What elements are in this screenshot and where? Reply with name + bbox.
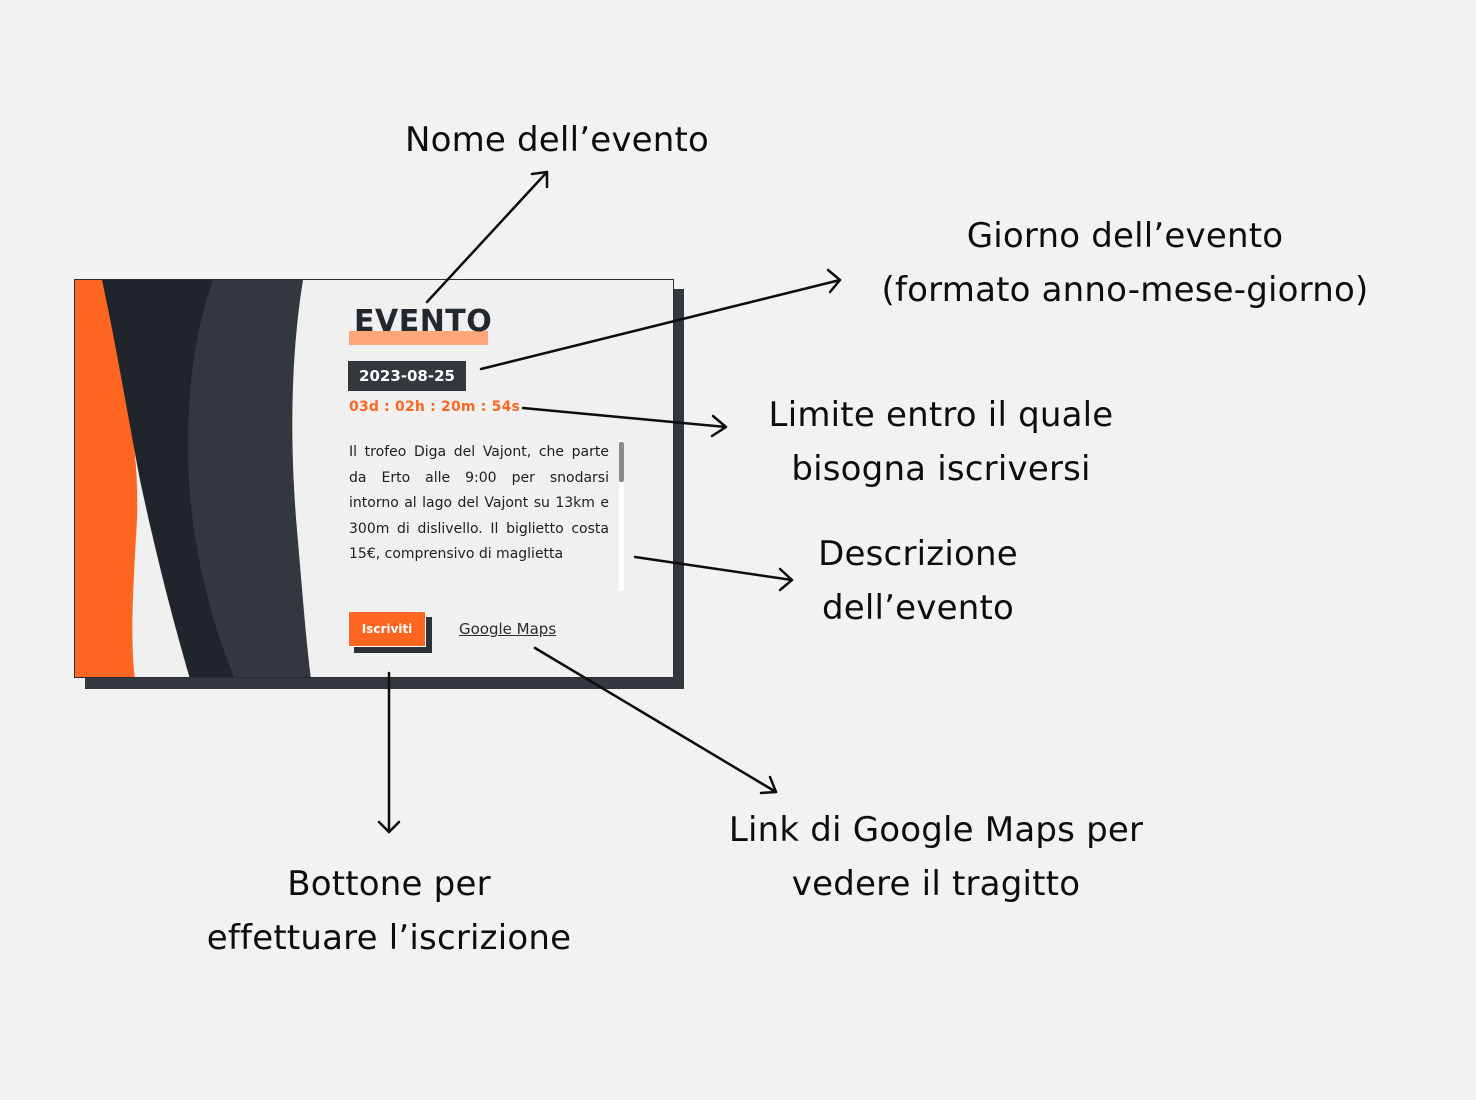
black-wave (102, 280, 235, 677)
annotation-event-day-line1: Giorno dell’evento (966, 216, 1284, 256)
event-description: Il trofeo Diga del Vajont, che parte da … (349, 444, 609, 563)
annotation-register-button-line1: Bottone per (287, 864, 491, 904)
google-maps-link[interactable]: Google Maps (459, 620, 557, 638)
decorative-waves (75, 280, 311, 677)
arrow-register-button (377, 671, 401, 834)
annotation-maps-link-line2: vedere il tragitto (791, 864, 1081, 904)
annotation-register-button: Bottone per effettuare l’iscrizione (184, 857, 594, 965)
title-highlight (349, 331, 488, 345)
annotation-description-line1: Descrizione (818, 534, 1018, 574)
event-title: EVENTO (354, 304, 493, 339)
description-scroll-area[interactable]: Il trofeo Diga del Vajont, che parte da … (349, 440, 609, 591)
description-scrollbar-track[interactable] (619, 441, 624, 591)
annotation-register-button-line2: effettuare l’iscrizione (206, 918, 572, 958)
event-card: EVENTO 2023-08-25 03d : 02h : 20m : 54s … (74, 279, 674, 678)
annotation-description-line2: dell’evento (821, 588, 1015, 628)
register-button[interactable]: Iscriviti (348, 611, 426, 647)
annotation-event-day-line2: (formato anno-mese-giorno) (881, 270, 1369, 310)
annotation-deadline-line1: Limite entro il quale (768, 395, 1114, 435)
annotation-event-name-text: Nome dell’evento (404, 120, 710, 160)
annotation-deadline: Limite entro il quale bisogna iscriversi (741, 388, 1141, 496)
annotation-deadline-line2: bisogna iscriversi (791, 449, 1091, 489)
description-scrollbar-thumb[interactable] (619, 442, 624, 482)
annotation-maps-link: Link di Google Maps per vedere il tragit… (706, 803, 1166, 911)
registration-countdown: 03d : 02h : 20m : 54s (349, 399, 521, 415)
annotation-event-name: Nome dell’evento (400, 113, 714, 167)
annotation-maps-link-line1: Link di Google Maps per (728, 810, 1144, 850)
event-date-badge: 2023-08-25 (348, 361, 466, 391)
annotation-description: Descrizione dell’evento (787, 527, 1049, 635)
annotation-event-day: Giorno dell’evento (formato anno-mese-gi… (850, 209, 1400, 317)
